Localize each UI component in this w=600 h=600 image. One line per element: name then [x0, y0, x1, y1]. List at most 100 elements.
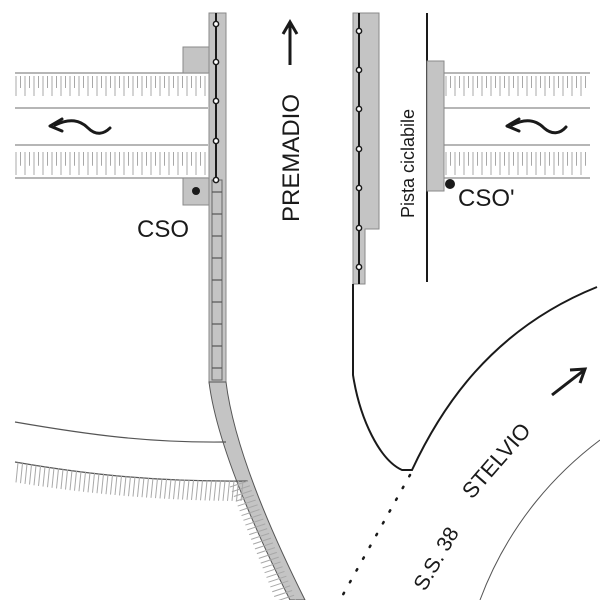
railing-post	[212, 176, 220, 184]
railing-post	[212, 97, 220, 105]
cso-label: CSO	[137, 216, 189, 243]
hatch-mark	[222, 480, 226, 501]
railing-post	[212, 58, 220, 66]
hatch-mark	[227, 480, 230, 501]
cso-point	[192, 187, 200, 195]
hatch-mark	[247, 523, 266, 531]
hatch-mark	[278, 594, 295, 600]
arrow-northeast-icon	[551, 367, 588, 397]
hatch-mark	[235, 494, 254, 502]
railing-post	[355, 224, 363, 232]
hatch-mark	[78, 471, 82, 492]
hatch-mark	[239, 504, 258, 512]
road-outer-edge	[479, 439, 600, 600]
hatch-mark	[272, 585, 291, 593]
hatch-mark	[83, 471, 86, 492]
hatch-mark	[159, 478, 163, 499]
wall-hatch	[15, 462, 244, 502]
cso-prime-label: CSO'	[458, 185, 515, 212]
hatch-mark	[260, 556, 279, 564]
hatch-mark	[168, 478, 172, 499]
hatch-mark	[119, 475, 122, 496]
railing-posts	[355, 27, 363, 271]
grate-rungs	[212, 191, 222, 369]
hatch-mark	[245, 518, 264, 526]
hatch-mark	[229, 480, 249, 488]
hatch-mark	[254, 542, 274, 550]
wall-hatch	[229, 480, 296, 600]
hatch-mark	[60, 468, 64, 490]
railing-post	[355, 145, 363, 153]
left-channel	[15, 72, 208, 179]
hatch-mark	[42, 466, 46, 487]
hatch-mark	[110, 474, 113, 495]
hatch-mark	[200, 480, 203, 501]
channel-bank-hatch	[15, 76, 206, 96]
hatch-mark	[69, 470, 73, 491]
hatch-mark	[150, 477, 154, 498]
left-sidewalk	[208, 12, 306, 600]
hatch-mark	[74, 470, 77, 491]
hatch-mark	[87, 472, 91, 493]
hatch-mark	[258, 551, 277, 559]
railing-post	[355, 184, 363, 192]
hatch-mark	[237, 499, 256, 507]
hatch-mark	[65, 469, 68, 490]
hatch-mark	[204, 480, 208, 501]
hatch-mark	[182, 479, 185, 500]
channel-bank-hatch	[15, 152, 206, 175]
flow-wave-arrow-icon	[505, 117, 568, 135]
hatch-mark	[262, 561, 281, 569]
hatch-mark	[252, 537, 272, 545]
hatch-mark	[186, 479, 190, 500]
hatch-mark	[141, 477, 145, 498]
channel-bank-hatch	[445, 76, 586, 96]
hatch-mark	[243, 513, 262, 521]
hatch-mark	[191, 479, 194, 501]
hatch-mark	[33, 465, 37, 486]
hatch-mark	[177, 479, 181, 500]
ss38-label: S.S. 38	[409, 523, 463, 594]
hatch-mark	[233, 490, 252, 497]
railing-post	[355, 263, 363, 271]
hatch-mark	[132, 476, 136, 497]
hatch-mark	[20, 463, 23, 484]
hatch-mark	[155, 478, 158, 499]
hatch-mark	[137, 476, 140, 497]
hatch-mark	[114, 474, 118, 496]
hatch-mark	[231, 485, 251, 493]
hatch-mark	[15, 462, 19, 483]
hatch-mark	[256, 547, 276, 555]
hatch-mark	[105, 474, 109, 495]
road-centerline-dotted	[338, 473, 412, 600]
hatch-mark	[249, 528, 268, 536]
hatch-mark	[38, 465, 41, 486]
road-curb	[352, 284, 598, 471]
hatch-mark	[218, 480, 221, 501]
hatch-mark	[123, 475, 127, 496]
outfall-box-upper	[182, 46, 210, 74]
railing-post	[212, 20, 220, 28]
railing-post	[355, 105, 363, 113]
pista-ciclabile-label: Pista ciclabile	[398, 109, 418, 218]
lower-wall-line	[14, 421, 227, 443]
hatch-mark	[274, 590, 293, 597]
hatch-mark	[209, 480, 212, 501]
hatch-mark	[51, 467, 55, 488]
hatch-mark	[92, 472, 95, 493]
hatch-mark	[47, 467, 50, 488]
hatch-mark	[146, 477, 149, 498]
hatch-mark	[96, 473, 100, 494]
hatch-mark	[29, 464, 32, 485]
channel-bank-hatch	[445, 152, 586, 175]
hatch-mark	[264, 566, 283, 574]
cso-prime-point	[445, 179, 455, 189]
railing-post	[355, 27, 363, 35]
premadio-label: PREMADIO	[278, 94, 305, 222]
hatch-mark	[56, 468, 59, 489]
hatch-mark	[173, 479, 176, 500]
hatch-mark	[266, 570, 285, 578]
hatch-mark	[241, 509, 260, 517]
arrow-up-icon	[281, 19, 299, 65]
